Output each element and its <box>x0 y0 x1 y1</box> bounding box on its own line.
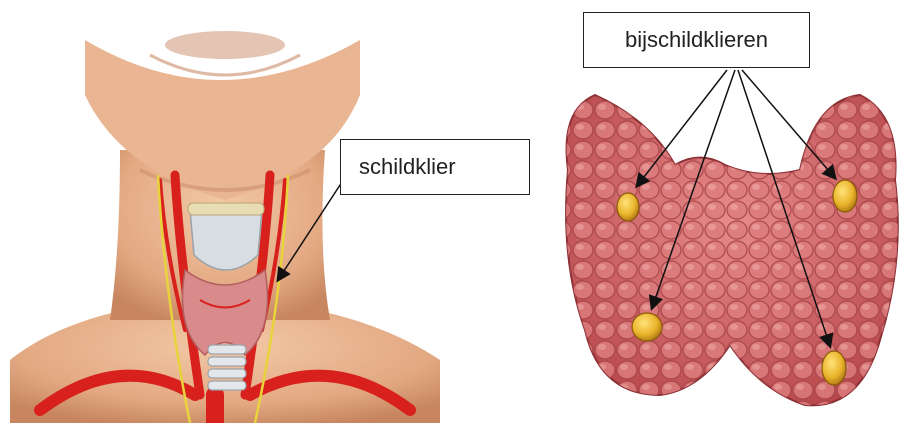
label-thyroid: schildklier <box>340 139 530 195</box>
parathyroid-gland-icon <box>833 180 857 212</box>
label-parathyroid: bijschildklieren <box>583 12 810 68</box>
label-parathyroid-text: bijschildklieren <box>625 27 768 53</box>
neck-anatomy-illustration <box>10 31 440 423</box>
parathyroid-gland-icon <box>617 193 639 221</box>
thyroid-cartilage <box>190 210 262 270</box>
parathyroid-gland-icon <box>632 313 662 341</box>
thyroid-gland-illustration <box>566 95 898 405</box>
parathyroid-gland-icon <box>822 351 846 385</box>
label-thyroid-text: schildklier <box>359 154 456 180</box>
